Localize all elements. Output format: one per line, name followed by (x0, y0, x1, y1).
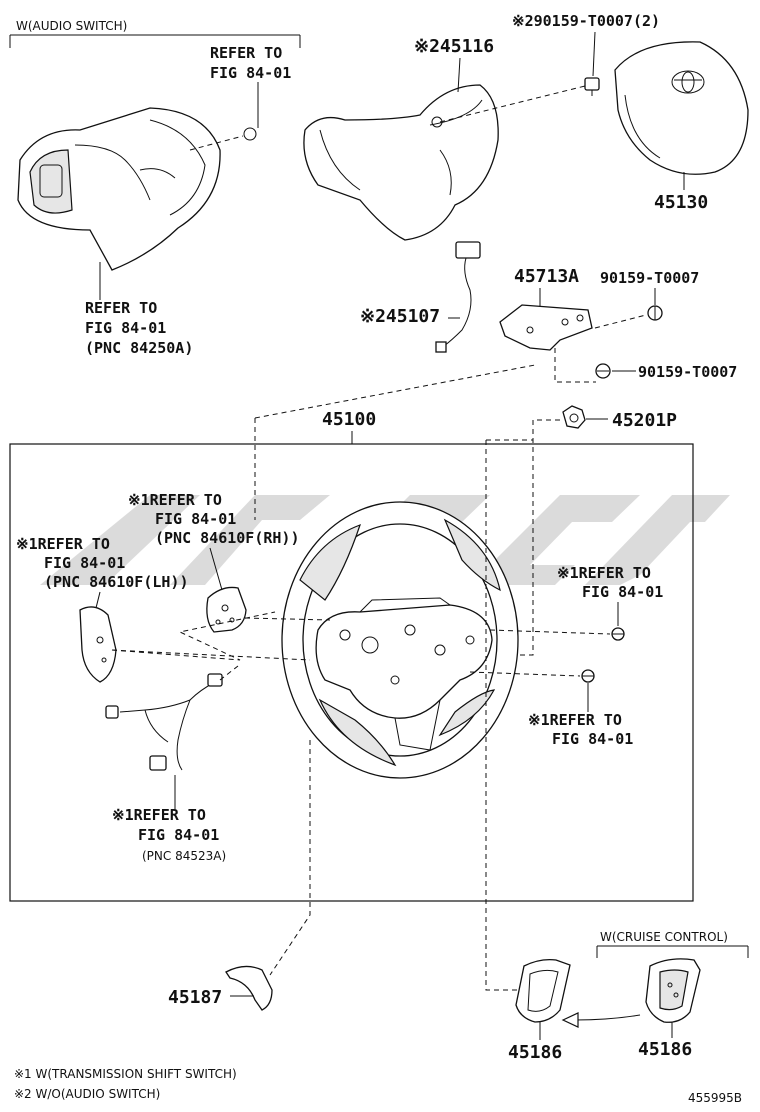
clip-45201p (562, 405, 586, 429)
part-90159-2-label: ※290159-T0007(2) (512, 12, 660, 30)
ref-harness-line1: ※1REFER TO (112, 806, 206, 824)
screw-top (584, 77, 600, 96)
cover-45186-cruise (645, 958, 701, 1023)
ref-paddle-lh-line3: (PNC 84610F(LH)) (44, 573, 189, 591)
part-45186-a-label: 45186 (508, 1042, 562, 1063)
bracket-45713a (499, 304, 593, 351)
ref-paddle-lh-line2: FIG 84-01 (44, 554, 125, 572)
part-90159-b-label: 90159-T0007 (638, 363, 737, 381)
ref-audio-line1: REFER TO (85, 299, 157, 317)
ref-right-upper-line1: ※1REFER TO (557, 564, 651, 582)
ref-harness-line2: FIG 84-01 (138, 826, 219, 844)
ref-right-lower-line2: FIG 84-01 (552, 730, 633, 748)
part-45713a-label: 45713A (514, 266, 579, 287)
paddle-switch-rh (206, 586, 247, 633)
ref-paddle-lh-line1: ※1REFER TO (16, 535, 110, 553)
part-45100-label: 45100 (322, 409, 376, 430)
part-45130-label: 45130 (654, 192, 708, 213)
harness-45107 (435, 241, 481, 353)
part-90159-a-label: 90159-T0007 (600, 269, 699, 287)
wire-harness (105, 673, 223, 771)
ref-audio-line3: (PNC 84250A) (85, 339, 193, 357)
figure-code: 455995B (688, 1091, 742, 1105)
ref-top-left-line1: REFER TO (210, 44, 282, 62)
audio-switch-group-label: W(AUDIO SWITCH) (16, 19, 127, 33)
cruise-control-bracket (596, 945, 749, 958)
ref-right-upper-line2: FIG 84-01 (582, 583, 663, 601)
ref-right-lower-line1: ※1REFER TO (528, 711, 622, 729)
audio-switch-bracket (9, 34, 301, 48)
footnote-2: ※2 W/O(AUDIO SWITCH) (14, 1087, 160, 1101)
trim-45187 (225, 965, 273, 1011)
part-45201p-label: 45201P (612, 410, 677, 431)
ref-audio-line2: FIG 84-01 (85, 319, 166, 337)
part-45186-b-label: 45186 (638, 1039, 692, 1060)
ref-paddle-rh-line2: FIG 84-01 (155, 510, 236, 528)
part-45187-label: 45187 (168, 987, 222, 1008)
ref-paddle-rh-line1: ※1REFER TO (128, 491, 222, 509)
airbag-45130 (614, 41, 749, 175)
cruise-control-group-label: W(CRUISE CONTROL) (600, 930, 728, 944)
arrow-icon (561, 1012, 641, 1028)
screw-a (647, 305, 663, 321)
audio-switch-pad (17, 107, 257, 271)
screw-right-lower (581, 669, 595, 683)
screw-right-upper (611, 627, 625, 641)
ref-top-left-line2: FIG 84-01 (210, 64, 291, 82)
ref-harness-line3: (PNC 84523A) (142, 849, 226, 863)
cover-45186-plain (515, 958, 571, 1023)
part-45107-label: ※245107 (360, 306, 440, 327)
steering-wheel-45100 (281, 501, 519, 779)
ref-paddle-rh-line3: (PNC 84610F(RH)) (155, 529, 300, 547)
paddle-switch-lh (79, 606, 117, 683)
screw-b (595, 363, 611, 379)
part-45116-label: ※245116 (414, 36, 494, 57)
steering-wheel-frame (9, 443, 694, 902)
lower-cover-45116 (303, 84, 499, 241)
footnote-1: ※1 W(TRANSMISSION SHIFT SWITCH) (14, 1067, 237, 1081)
